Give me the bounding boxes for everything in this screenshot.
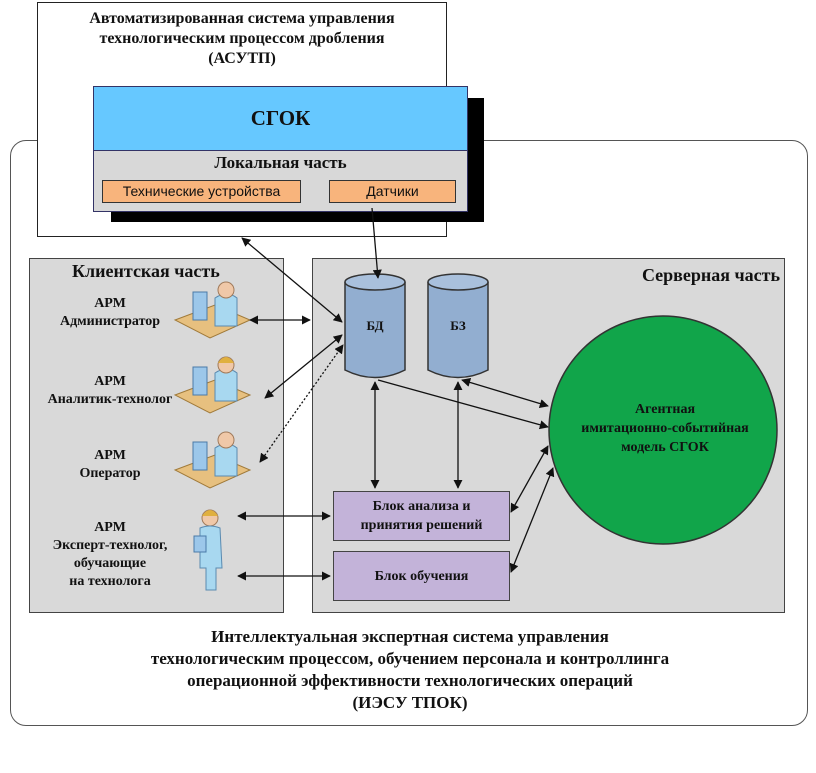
client-part: Клиентская часть АРМ Администратор АРМ А…	[29, 258, 284, 613]
arm-label: АРМ	[94, 520, 126, 535]
iesu-caption: Интеллектуальная экспертная система упра…	[60, 626, 760, 714]
analysis-block-line-2: принятия решений	[360, 518, 483, 533]
arm-label: АРМ	[94, 448, 126, 463]
arm-analyst[interactable]: АРМ Аналитик-технолог	[30, 373, 190, 409]
sgok-label: СГОК	[250, 106, 311, 130]
agent-model-line-1: Агентная	[634, 402, 696, 417]
client-part-title: Клиентская часть	[72, 261, 220, 281]
db-label: БД	[366, 318, 384, 333]
sensors-block[interactable]: Датчики	[329, 180, 456, 203]
arm-role-2: обучающие	[73, 556, 147, 571]
analysis-block[interactable]: Блок анализа и принятия решений	[333, 491, 510, 541]
caption-line-3: операционной эффективности технологическ…	[187, 671, 633, 690]
asutp-title: Автоматизированная система управления те…	[38, 9, 446, 69]
asutp-title-line-1: Автоматизированная система управления	[89, 10, 395, 27]
arm-label: АРМ	[94, 374, 126, 389]
arm-role-3: на технолога	[69, 574, 151, 589]
caption-line-1: Интеллектуальная экспертная система упра…	[211, 627, 609, 646]
caption-line-2: технологическим процессом, обучением пер…	[150, 649, 670, 668]
server-part-title: Серверная часть	[641, 265, 780, 285]
asutp-title-line-2: технологическим процессом дробления	[99, 30, 385, 47]
caption-line-4: (ИЭСУ ТПОК)	[352, 693, 468, 712]
tech-devices-block[interactable]: Технические устройства	[102, 180, 301, 203]
training-block[interactable]: Блок обучения	[333, 551, 510, 601]
arm-role: Аналитик-технолог	[47, 392, 173, 407]
arm-role: Оператор	[79, 466, 141, 481]
kb-label: БЗ	[450, 318, 466, 333]
arm-expert[interactable]: АРМ Эксперт-технолог, обучающие на техно…	[35, 519, 185, 591]
sgok-block[interactable]: СГОК	[93, 86, 468, 151]
arm-administrator[interactable]: АРМ Администратор	[35, 295, 185, 331]
arm-role: Эксперт-технолог,	[52, 538, 168, 553]
analysis-block-line-1: Блок анализа и	[372, 499, 471, 514]
asutp-title-line-3: (АСУТП)	[208, 50, 276, 67]
arm-operator[interactable]: АРМ Оператор	[35, 447, 185, 483]
local-part-title: Локальная часть	[214, 153, 347, 172]
agent-model-line-2: имитационно-событийная	[581, 421, 749, 436]
agent-model-label: Агентная имитационно-событийная модель С…	[565, 400, 765, 457]
agent-model-line-3: модель СГОК	[621, 440, 709, 455]
local-part: Локальная часть Технические устройства Д…	[93, 150, 468, 212]
arm-role: Администратор	[59, 314, 161, 329]
arm-label: АРМ	[94, 296, 126, 311]
training-block-label: Блок обучения	[374, 568, 469, 584]
asutp-box: Автоматизированная система управления те…	[37, 2, 484, 237]
